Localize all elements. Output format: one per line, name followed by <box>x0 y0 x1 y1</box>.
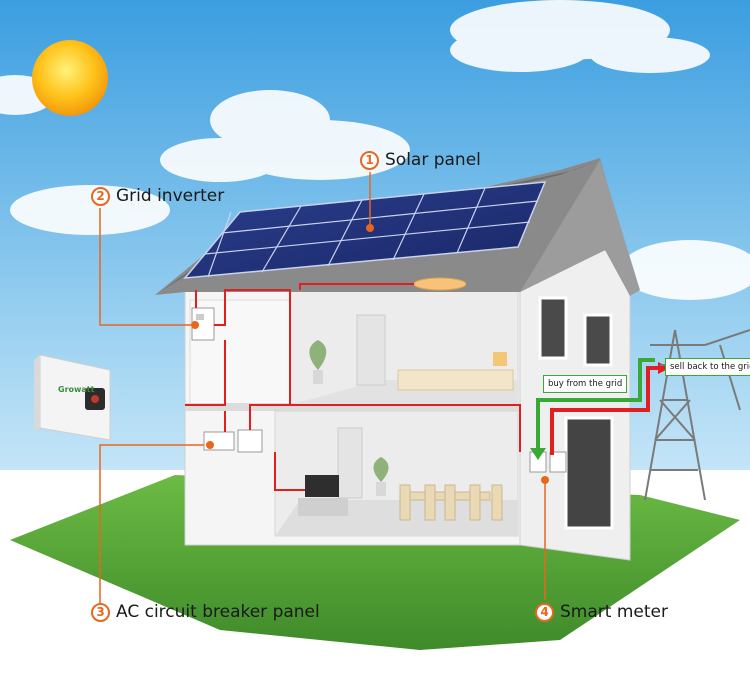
buy-flow-line <box>536 358 655 452</box>
callout-label: Grid inverter <box>116 186 225 206</box>
sun-icon <box>32 40 108 116</box>
solar-panel-array <box>183 181 547 279</box>
callout-grid-inverter: 2 Grid inverter <box>91 186 224 206</box>
bed <box>397 369 514 391</box>
ceiling-light <box>413 277 467 291</box>
upper-door <box>356 314 386 386</box>
house-wiring <box>185 283 521 491</box>
tv-icon <box>298 475 348 516</box>
buy-from-grid-label: buy from the grid <box>543 375 628 393</box>
clouds <box>0 0 750 300</box>
callout-dots <box>191 224 549 484</box>
dining-set <box>399 484 503 521</box>
lamp <box>493 352 507 366</box>
callout-label: AC circuit breaker panel <box>116 602 320 622</box>
breaker-panel-box <box>203 429 263 453</box>
roof-side <box>520 160 640 296</box>
side-door <box>564 416 614 530</box>
buy-arrow <box>530 448 546 460</box>
callout-label: Smart meter <box>560 602 668 622</box>
inverter-product-image <box>34 354 111 441</box>
callout-solar-panel: 1 Solar panel <box>360 150 481 170</box>
floor-slab <box>185 403 520 411</box>
callout-number-badge: 1 <box>360 150 379 170</box>
plant-icon <box>373 457 389 496</box>
callout-leaders <box>99 172 546 612</box>
inverter-brand-logo: Growatt <box>58 385 95 394</box>
plant-icon <box>309 340 327 384</box>
callout-number-badge: 2 <box>91 186 110 206</box>
sell-to-grid-label: sell back to the grid <box>665 358 750 376</box>
side-windows <box>538 296 613 367</box>
callout-label: Solar panel <box>385 150 481 170</box>
sell-flow-line <box>550 366 660 455</box>
callout-number-badge: 3 <box>91 602 110 622</box>
callout-number-badge: 4 <box>535 602 554 622</box>
callout-breaker-panel: 3 AC circuit breaker panel <box>91 602 320 622</box>
lower-door <box>337 427 363 499</box>
callout-smart-meter: 4 Smart meter <box>535 602 668 622</box>
